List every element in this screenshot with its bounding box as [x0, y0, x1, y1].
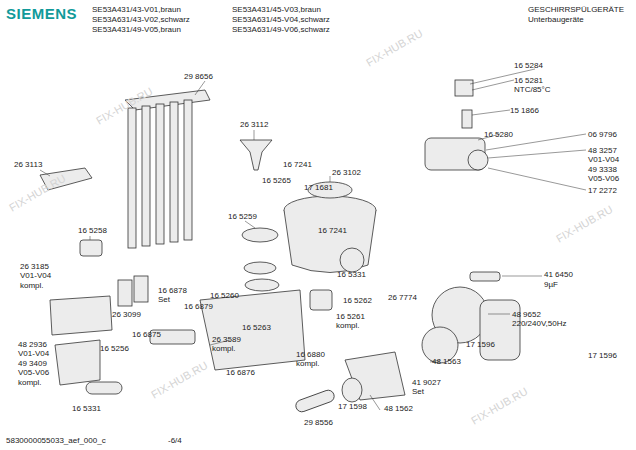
callout-number: 41 6450	[544, 270, 573, 279]
callout-number: V01-V04	[588, 155, 619, 164]
callout-number: 17 1681	[304, 183, 333, 192]
callout-number: 17 1596	[588, 351, 617, 360]
callout-number: SE53A431/43-V01,braun	[92, 5, 181, 14]
callout-number: 16 5260	[210, 291, 239, 300]
callout-number: 26 3185	[20, 262, 49, 271]
callout-number: 48 9652	[512, 310, 541, 319]
callout-number: SE53A631/49-V06,schwarz	[232, 25, 330, 34]
callout-number: 06 9796	[588, 130, 617, 139]
callout-number: 26 3102	[332, 168, 361, 177]
callout-number: 49 3409	[18, 359, 47, 368]
callout-number: V01-V04	[18, 349, 49, 358]
callout-number: 5830000055033_aef_000_c	[6, 436, 106, 445]
callout-number: 29 8556	[304, 418, 333, 427]
callout-number: SE53A431/45-V03,braun	[232, 5, 321, 14]
callout-number: -6/4	[168, 436, 182, 445]
callout-number: 9µF	[544, 280, 558, 289]
callout-number: 16 5262	[343, 296, 372, 305]
callout-number: 16 5281	[514, 76, 543, 85]
callout-number: 16 7241	[283, 160, 312, 169]
callout-number: 41 9027	[412, 378, 441, 387]
callout-number: 17 1598	[338, 402, 367, 411]
callout-number: 16 6880	[296, 350, 325, 359]
callout-number: 26 7774	[388, 293, 417, 302]
callout-number: kompl.	[20, 281, 44, 290]
callout-number: 48 1562	[384, 404, 413, 413]
callout-number: 16 5258	[78, 226, 107, 235]
callout-number: 26 3099	[112, 310, 141, 319]
callout-number: 16 6875	[132, 330, 161, 339]
callout-number: 15 1866	[510, 106, 539, 115]
callout-number: Set	[158, 295, 170, 304]
callout-number: kompl.	[296, 359, 320, 368]
callout-number: 16 5265	[262, 176, 291, 185]
watermark: FIX-HUB.RU	[365, 29, 424, 68]
callout-number: SE53A631/45-V04,schwarz	[232, 15, 330, 24]
callout-number: 48 3257	[588, 146, 617, 155]
callout-number: kompl.	[336, 321, 360, 330]
callout-number: 29 8656	[184, 72, 213, 81]
callout-number: 17 2272	[588, 186, 617, 195]
callout-number: 16 5331	[337, 270, 366, 279]
callout-number: 49 3338	[588, 165, 617, 174]
callout-number: 17 1596	[466, 340, 495, 349]
callout-number: 16 5261	[336, 312, 365, 321]
callout-number: Unterbaugeräte	[528, 15, 584, 24]
callout-number: 48 1563	[432, 357, 461, 366]
callout-number: 16 6876	[226, 368, 255, 377]
callout-number: SE53A431/49-V05,braun	[92, 25, 181, 34]
callout-number: V05-V06	[18, 368, 49, 377]
callout-number: 16 5331	[72, 404, 101, 413]
watermark: FIX-HUB.RU	[555, 205, 614, 244]
callout-number: 220/240V,50Hz	[512, 319, 566, 328]
brand-logo: SIEMENS	[6, 6, 77, 22]
callout-number: 16 5259	[228, 212, 257, 221]
callout-number: 16 5256	[100, 344, 129, 353]
callout-number: 48 2936	[18, 340, 47, 349]
callout-number: V01-V04	[20, 271, 51, 280]
callout-number: 26 3589	[212, 335, 241, 344]
callout-number: kompl.	[18, 378, 42, 387]
callout-number: 26 3113	[14, 160, 42, 169]
callout-number: 16 5263	[242, 323, 271, 332]
callout-number: 16 6879	[184, 302, 213, 311]
callout-number: 26 3112	[240, 120, 268, 129]
callout-number: NTC/85°C	[514, 85, 551, 94]
watermark: FIX-HUB.RU	[8, 174, 67, 213]
callout-number: Set	[412, 387, 424, 396]
callout-number: 16 7241	[318, 226, 347, 235]
watermark: FIX-HUB.RU	[150, 361, 209, 400]
callout-number: 16 6878	[158, 286, 187, 295]
callout-number: SE53A631/43-V02,schwarz	[92, 15, 190, 24]
callout-number: 16 5280	[484, 130, 513, 139]
callout-number: GESCHIRRSPÜLGERÄTE	[528, 5, 624, 14]
callout-number: V05-V06	[588, 174, 619, 183]
callout-number: 16 5284	[514, 61, 543, 70]
watermark: FIX-HUB.RU	[470, 387, 529, 426]
callout-number: kompl.	[212, 344, 236, 353]
